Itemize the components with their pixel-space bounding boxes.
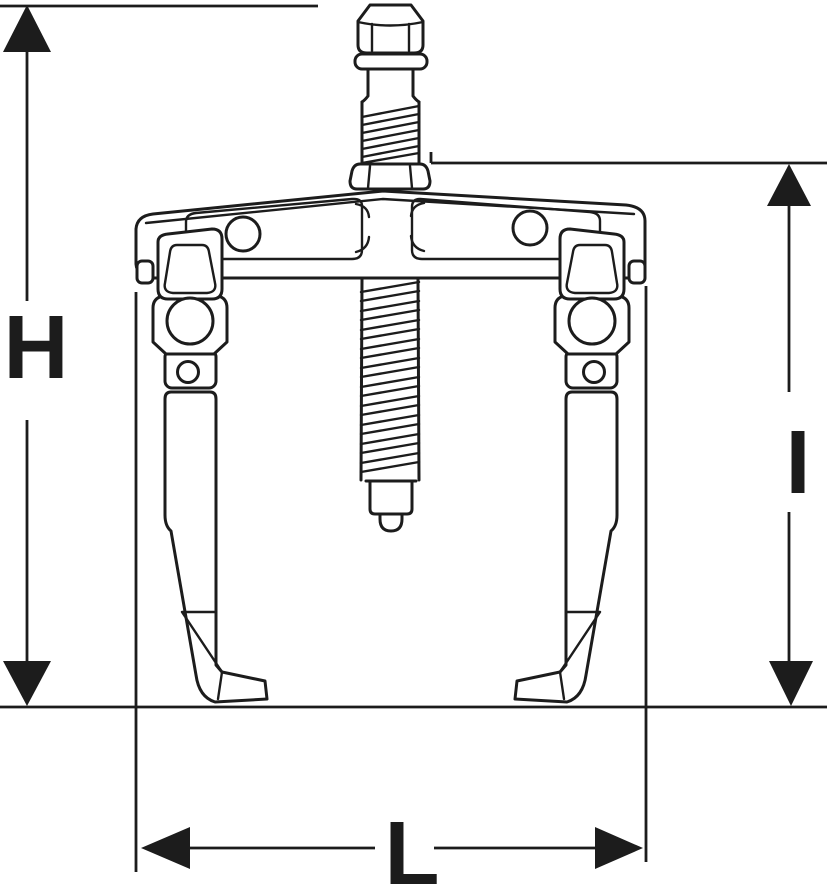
arm-hanger-tongue: [163, 243, 217, 295]
l-label: L: [385, 804, 440, 887]
i-bottom-arrow: [769, 661, 813, 706]
h-top-arrow: [3, 5, 51, 52]
beam-left-end-tab: [135, 259, 155, 285]
i-top-arrow: [767, 164, 811, 206]
arm-shaft-and-hook: [163, 390, 269, 704]
beam-outline: [134, 189, 647, 280]
arm-shaft-and-hook: [513, 390, 619, 704]
arm-hanger-tongue: [565, 243, 619, 295]
h-bottom-arrow: [3, 661, 51, 706]
dimension-i: I: [429, 152, 827, 706]
hook-foot-lines: [558, 610, 602, 701]
i-label: I: [785, 413, 810, 513]
arm-lock-hole: [582, 360, 606, 384]
right-arm: [513, 227, 631, 704]
lower-thread-hatch: [359, 280, 421, 474]
l-left-arrow: [141, 827, 190, 869]
h-label: H: [4, 298, 69, 398]
spindle-lower: [359, 277, 421, 533]
spindle-shank: [360, 67, 421, 104]
spindle-upper: [348, 3, 432, 191]
l-right-arrow: [595, 827, 643, 869]
arm-pivot-pin: [567, 296, 617, 346]
upper-thread-hatch: [360, 104, 421, 165]
spindle-nut: [348, 162, 432, 191]
hex-head: [356, 3, 425, 55]
i-top-extension-line: [429, 152, 827, 165]
beam-center-boss-lines: [354, 201, 426, 254]
arm-lock-hole: [176, 360, 200, 384]
hex-head-facets: [356, 20, 425, 53]
spindle-washer: [353, 52, 429, 71]
dimension-l: L: [134, 286, 648, 887]
beam-right-hole: [511, 209, 549, 247]
left-arm: [151, 227, 269, 704]
spindle-tip-ball: [378, 512, 404, 533]
arm-pivot-pin: [165, 296, 215, 346]
lower-thread-edges: [359, 277, 421, 482]
beam-right-end-tab: [627, 259, 647, 285]
spindle-nut-facets: [366, 164, 414, 190]
hook-foot-lines: [180, 610, 224, 701]
dimension-h: H: [0, 4, 318, 706]
spindle-tip-cylinder: [368, 479, 414, 516]
beam-left-panel: [184, 197, 364, 261]
beam-left-hole: [224, 215, 262, 253]
